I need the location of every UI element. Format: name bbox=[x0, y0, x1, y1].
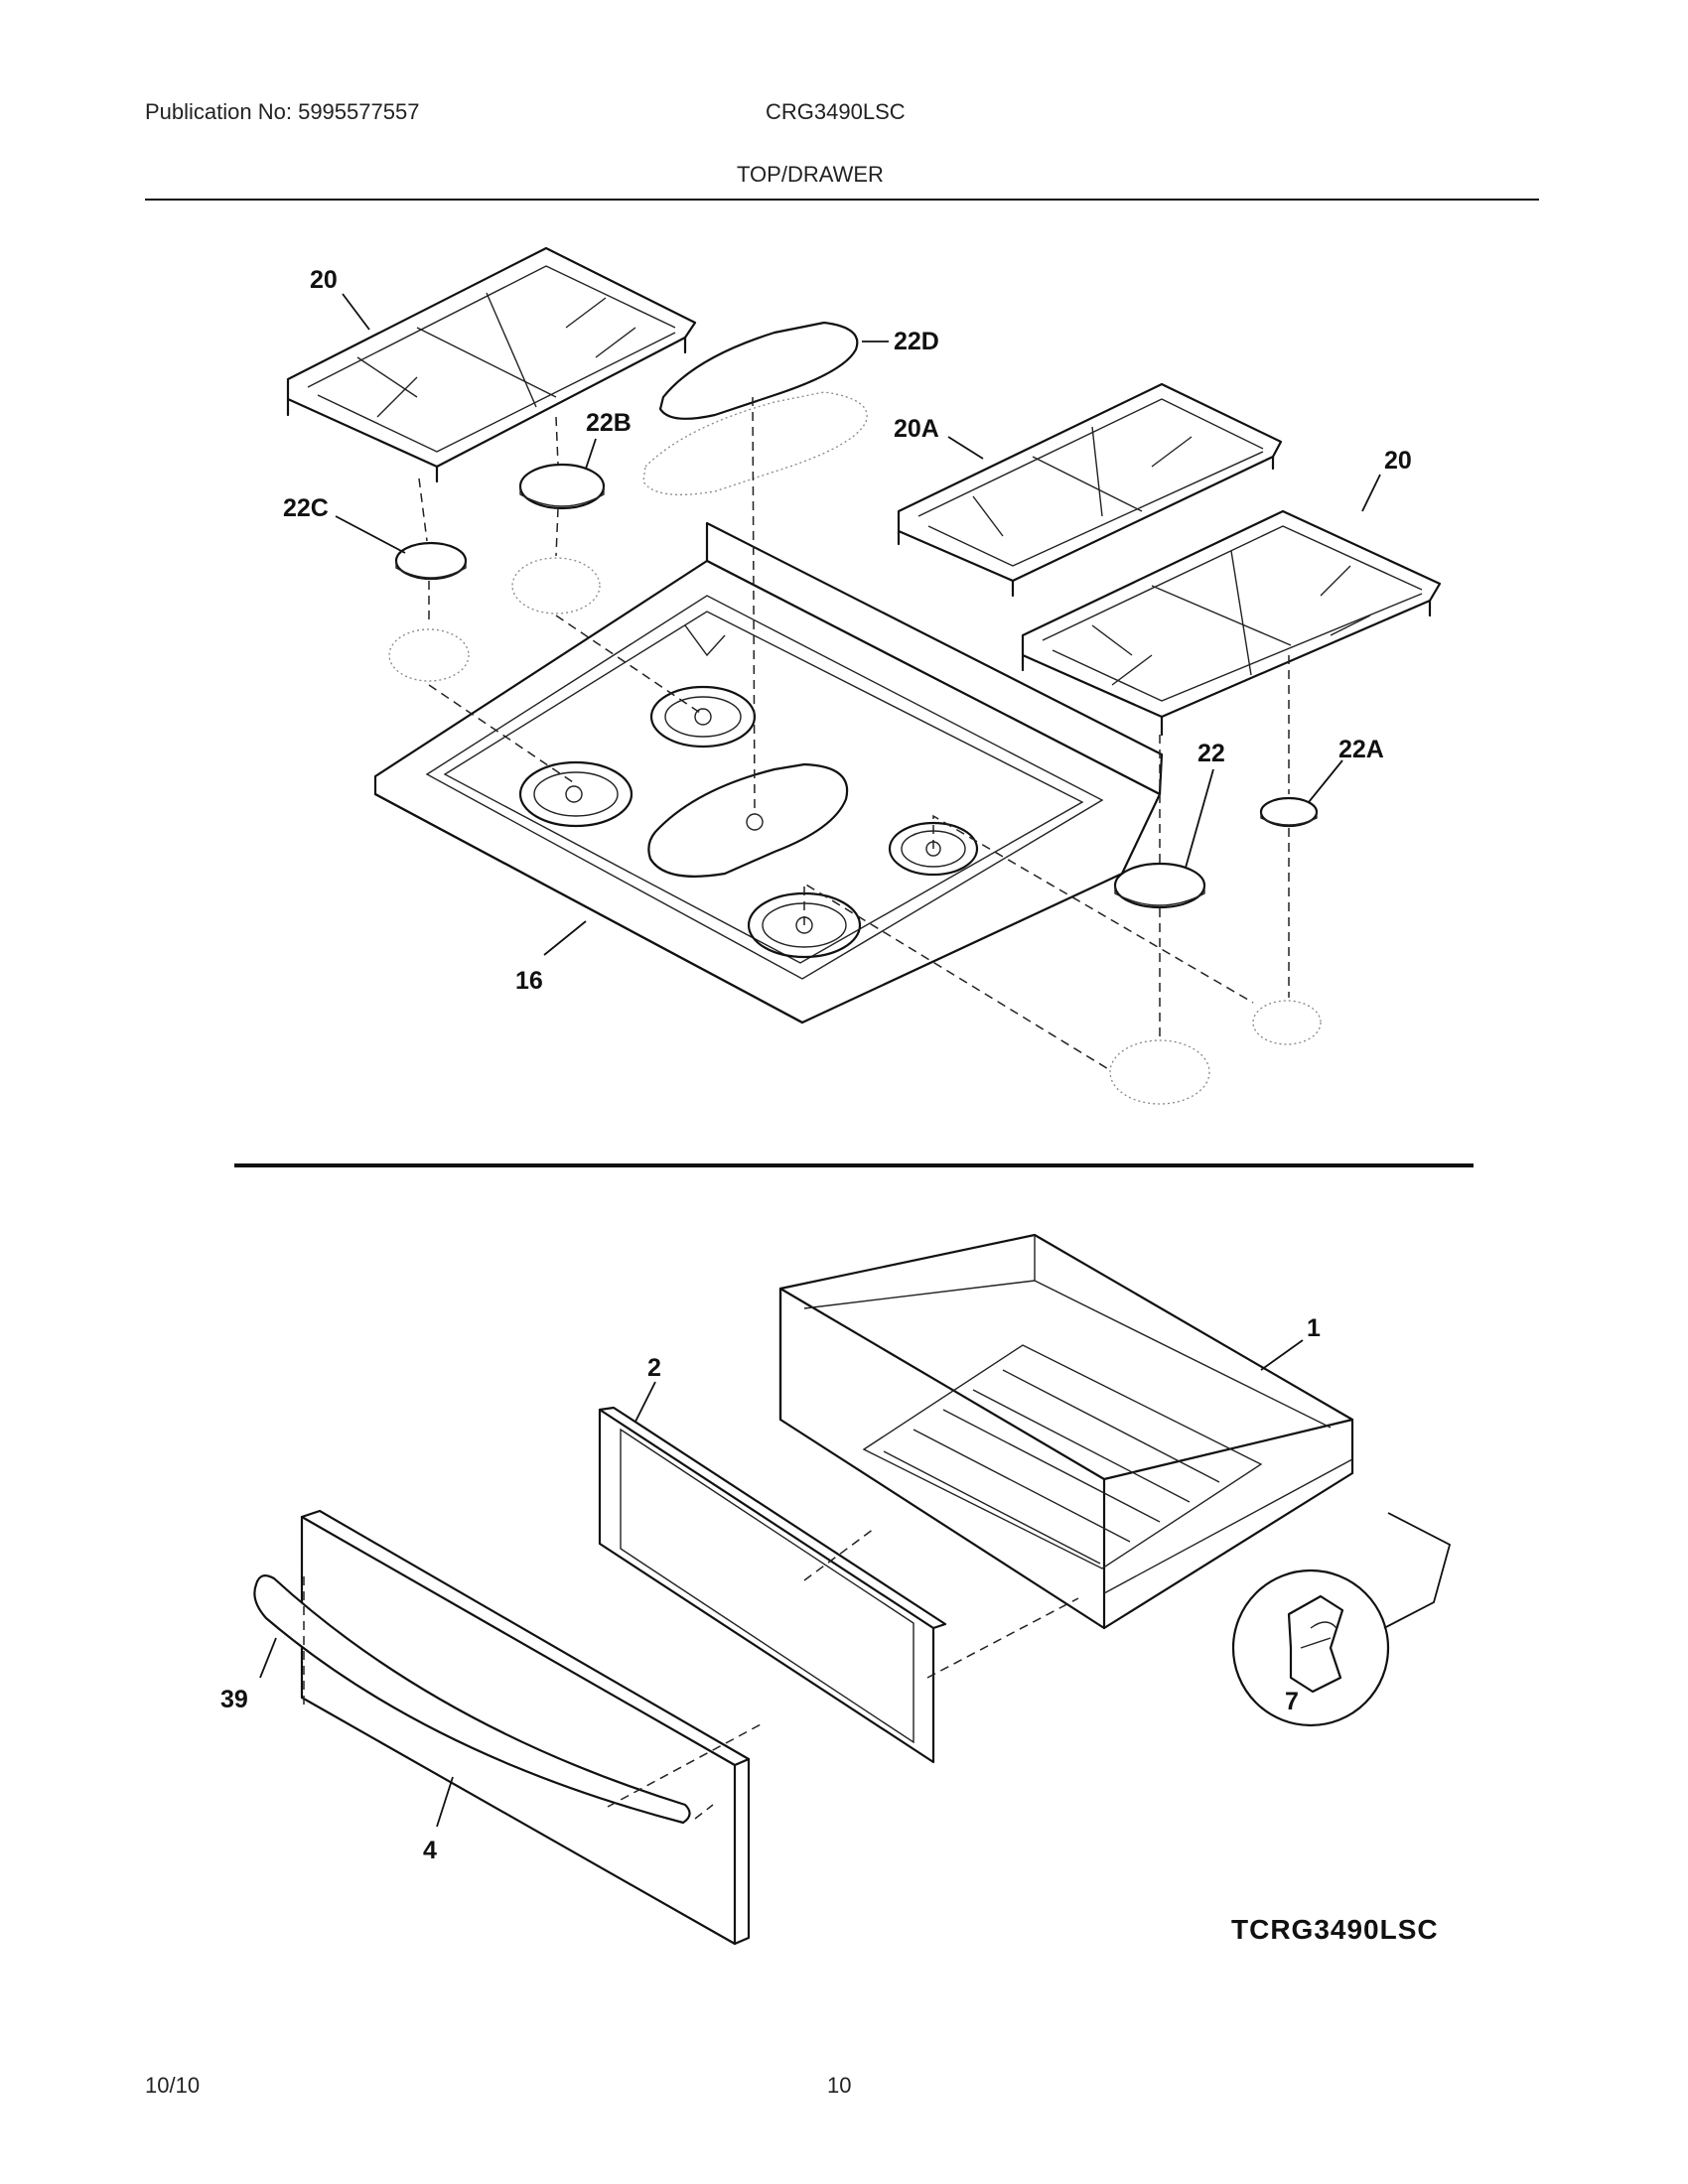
cap-oval-base bbox=[642, 391, 868, 495]
callouts-bottom: 1 2 39 4 7 bbox=[220, 1314, 1321, 1864]
page-number: 10 bbox=[827, 2073, 852, 2098]
cap-right-front bbox=[1113, 862, 1206, 909]
header-divider bbox=[145, 199, 1539, 201]
callout-20a: 20A bbox=[894, 415, 939, 443]
cap-right-rear-base bbox=[1252, 1000, 1322, 1045]
grate-right bbox=[1021, 509, 1442, 737]
diagram-code: TCRG3490LSC bbox=[1231, 1914, 1439, 1945]
model-number: CRG3490LSC bbox=[766, 99, 906, 124]
callout-2: 2 bbox=[647, 1354, 661, 1382]
callout-1: 1 bbox=[1307, 1314, 1321, 1342]
callout-20-left: 20 bbox=[310, 266, 338, 294]
cap-left-front-base bbox=[388, 628, 470, 682]
callout-22d: 22D bbox=[894, 328, 939, 355]
burner-front-left-icon bbox=[518, 760, 633, 828]
callout-39: 39 bbox=[220, 1686, 248, 1713]
callout-7: 7 bbox=[1285, 1688, 1299, 1715]
callout-4: 4 bbox=[423, 1837, 437, 1864]
drawer-body bbox=[778, 1233, 1354, 1630]
callout-20-right: 20 bbox=[1384, 447, 1412, 475]
callout-16: 16 bbox=[515, 967, 543, 995]
clip-detail bbox=[1231, 1512, 1452, 1727]
callouts-top: 20 22D 22B 20A 20 22C 22 22A 16 bbox=[283, 266, 1412, 995]
cap-right-front-base bbox=[1109, 1039, 1210, 1105]
cap-left-rear-base bbox=[511, 557, 601, 614]
publication-number: Publication No: 5995577557 bbox=[145, 99, 420, 124]
assembly-lines-top bbox=[418, 396, 1290, 1071]
cap-right-rear bbox=[1259, 796, 1319, 828]
section-title: TOP/DRAWER bbox=[737, 162, 884, 187]
drawer-frame bbox=[598, 1406, 947, 1764]
grate-left bbox=[286, 246, 697, 483]
cap-oval bbox=[658, 321, 859, 420]
footer-date: 10/10 bbox=[145, 2073, 201, 2098]
cap-left-rear bbox=[518, 463, 606, 510]
cooktop bbox=[373, 521, 1164, 1024]
callout-22b: 22B bbox=[586, 409, 632, 437]
callout-22c: 22C bbox=[283, 494, 329, 522]
cap-left-front bbox=[394, 541, 468, 581]
callout-22a: 22A bbox=[1338, 736, 1384, 763]
grate-center bbox=[897, 382, 1283, 598]
callout-22: 22 bbox=[1197, 740, 1225, 767]
assembly-lines-bottom bbox=[303, 1528, 1079, 1820]
drawer-handle bbox=[253, 1573, 691, 1825]
